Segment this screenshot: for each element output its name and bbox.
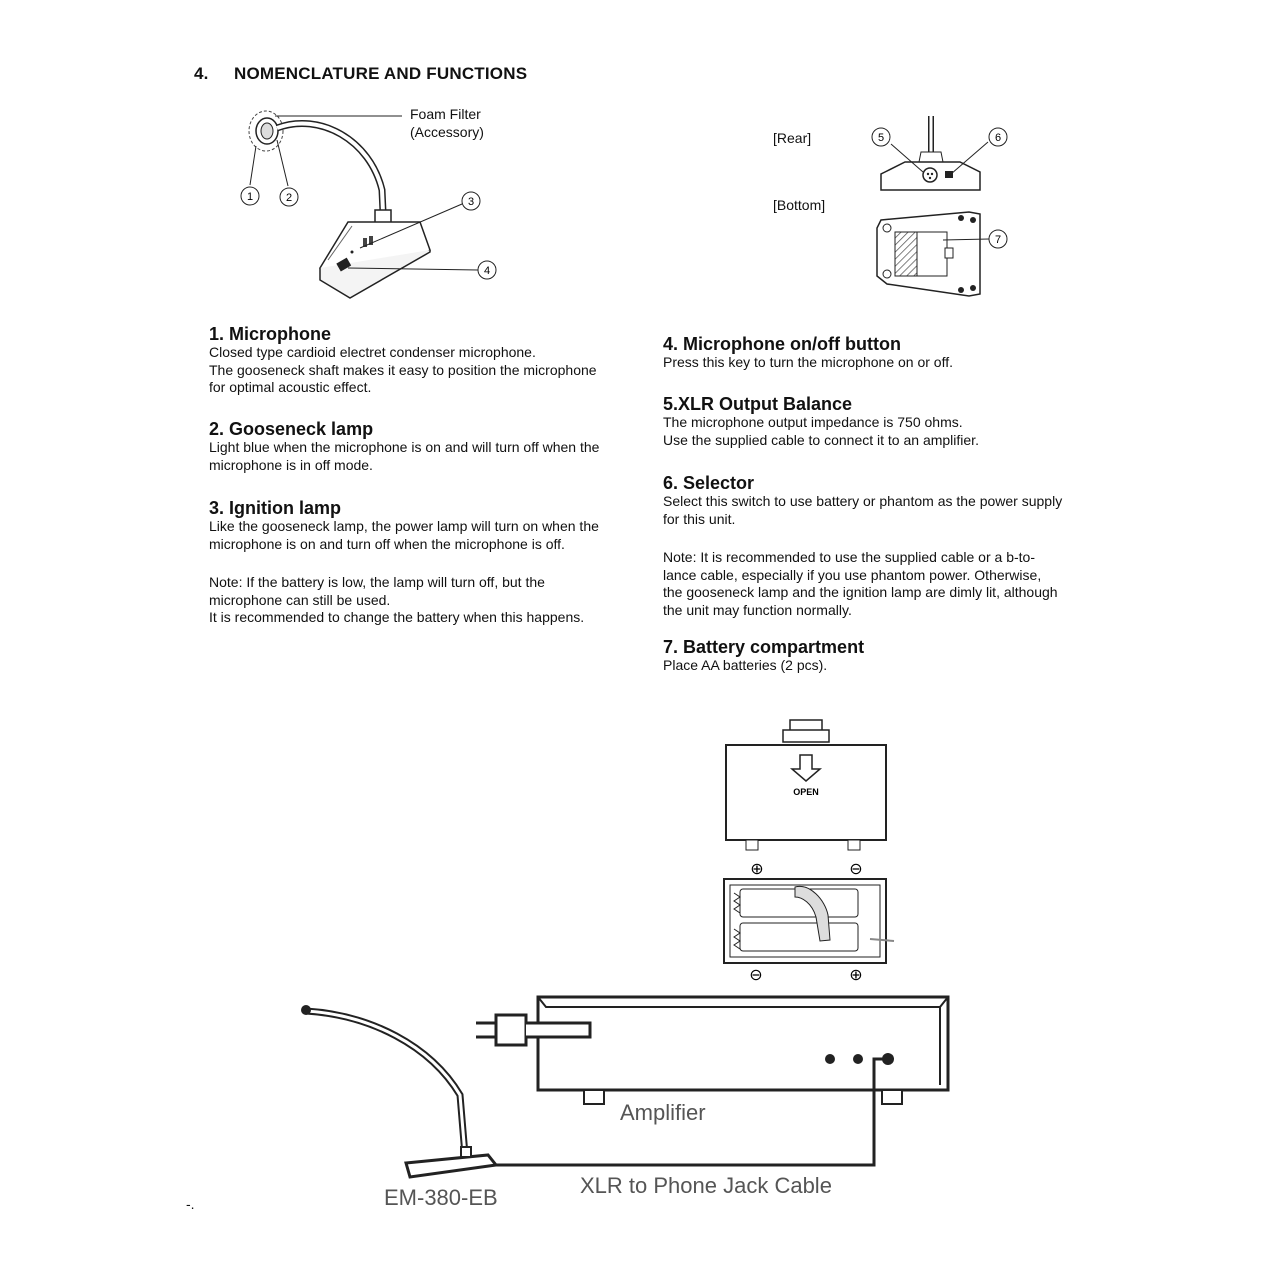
- amplifier-body: [536, 995, 950, 1092]
- section-ignition-lamp-body: Like the gooseneck lamp, the power lamp …: [209, 518, 599, 552]
- callout-4-label: 4: [484, 265, 490, 277]
- section-xlr-output-body: The microphone output impedance is 750 o…: [663, 414, 979, 448]
- section-on-off-button: 4. Microphone on/off button Press this k…: [663, 334, 1113, 372]
- ignition-lamp: [350, 250, 354, 254]
- note-battery-low: Note: If the battery is low, the lamp wi…: [209, 574, 649, 627]
- section-selector-title: 6. Selector: [663, 473, 755, 493]
- callout-6-label: 6: [995, 132, 1001, 144]
- mic-rear-bottom-diagram: 5 6 7: [871, 116, 1008, 297]
- xlr-connector: [922, 167, 938, 183]
- battery-cover: [725, 744, 887, 841]
- bottom-label: [Bottom]: [773, 197, 826, 213]
- section-battery-compartment: 7. Battery compartment Place AA batterie…: [663, 637, 1113, 675]
- bottom-mic-gooseneck: [305, 1007, 469, 1156]
- section-xlr-output: 5.XLR Output Balance The microphone outp…: [663, 394, 1113, 449]
- foam-filter-label: Foam Filter (Accessory): [410, 106, 484, 140]
- section-microphone-title: 1. Microphone: [209, 324, 332, 344]
- section-selector: 6. Selector Select this switch to use ba…: [663, 473, 1113, 528]
- on-off-button: [336, 257, 352, 272]
- xlr-phone-cable: [496, 1057, 888, 1167]
- callout-7: [988, 229, 1008, 249]
- minus-mark-top-right: ⊖: [849, 861, 862, 878]
- section-gooseneck-lamp-body: Light blue when the microphone is on and…: [209, 439, 600, 473]
- open-arrow-icon: [789, 754, 823, 782]
- section-microphone-body: Closed type cardioid electret condenser …: [209, 344, 597, 395]
- callout-6: [988, 127, 1008, 147]
- callout-2-label: 2: [286, 192, 292, 204]
- callout-2: [279, 187, 299, 207]
- callout-3-label: 3: [468, 196, 474, 208]
- note-battery-low-text: Note: If the battery is low, the lamp wi…: [209, 574, 585, 625]
- selector-switch: [945, 171, 953, 178]
- model-label: EM-380-EB: [384, 1185, 498, 1210]
- callout-4: [477, 260, 497, 280]
- section-battery-compartment-body: Place AA batteries (2 pcs).: [663, 657, 828, 673]
- power-cord: [526, 1021, 592, 1039]
- amp-jack-1: [825, 1054, 835, 1064]
- bottom-mic-base: [404, 1153, 499, 1179]
- section-xlr-output-title: 5.XLR Output Balance: [663, 394, 853, 414]
- rear-label: [Rear]: [773, 130, 812, 146]
- foam-filter-outline: [248, 110, 284, 152]
- callout-5: [871, 127, 891, 147]
- section-on-off-button-body: Press this key to turn the microphone on…: [663, 354, 954, 370]
- section-gooseneck-lamp-title: 2. Gooseneck lamp: [209, 419, 374, 439]
- section-ignition-lamp: 3. Ignition lamp Like the gooseneck lamp…: [209, 498, 649, 553]
- section-title: NOMENCLATURE AND FUNCTIONS: [234, 64, 528, 83]
- section-selector-body: Select this switch to use battery or pha…: [663, 493, 1063, 527]
- plus-mark-top-left: ⊕: [750, 861, 763, 878]
- section-on-off-button-title: 4. Microphone on/off button: [663, 334, 901, 354]
- section-number: 4.: [194, 64, 209, 83]
- note-phantom-power-text: Note: It is recommended to use the suppl…: [663, 549, 1058, 618]
- callout-7-label: 7: [995, 234, 1001, 246]
- cable-label: XLR to Phone Jack Cable: [580, 1173, 832, 1198]
- callout-5-label: 5: [878, 132, 884, 144]
- section-ignition-lamp-title: 3. Ignition lamp: [209, 498, 342, 518]
- section-battery-compartment-title: 7. Battery compartment: [663, 637, 865, 657]
- section-microphone: 1. Microphone Closed type cardioid elect…: [209, 324, 649, 397]
- plus-mark-bottom-right: ⊕: [849, 967, 862, 984]
- callout-1: [240, 186, 260, 206]
- amplifier-label: Amplifier: [620, 1100, 706, 1125]
- stray-mark: -.: [186, 1196, 195, 1212]
- battery-aa-2: [739, 922, 859, 952]
- open-label: OPEN: [793, 787, 819, 797]
- minus-mark-bottom-left: ⊖: [749, 967, 762, 984]
- callout-1-label: 1: [247, 191, 253, 203]
- callout-3: [461, 191, 481, 211]
- section-gooseneck-lamp: 2. Gooseneck lamp Light blue when the mi…: [209, 419, 649, 474]
- microphone-front-diagram: 1 2 3 4: [240, 110, 497, 299]
- section-heading: 4. NOMENCLATURE AND FUNCTIONS: [194, 64, 527, 84]
- connection-diagram: OPEN ⊕ ⊖ ⊖ ⊕ Amplifier XLR to Phone Jack…: [301, 719, 950, 1210]
- note-phantom-power: Note: It is recommended to use the suppl…: [663, 549, 1113, 619]
- power-plug: [494, 1013, 528, 1047]
- amp-jack-2: [853, 1054, 863, 1064]
- bottom-mic-head: [301, 1005, 311, 1015]
- bottom-body: [876, 211, 981, 297]
